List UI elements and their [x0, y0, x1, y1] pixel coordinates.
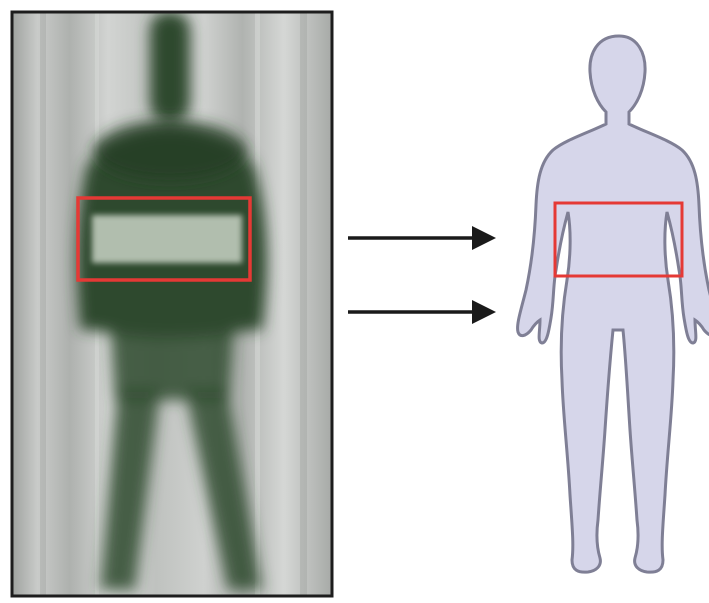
arrow-lower-head: [472, 300, 496, 324]
body-outline: [518, 36, 709, 572]
arrow-upper-head: [472, 226, 496, 250]
scan-image-panel: [12, 12, 332, 596]
arrows: [348, 226, 496, 324]
body-outline-panel: [518, 36, 709, 572]
